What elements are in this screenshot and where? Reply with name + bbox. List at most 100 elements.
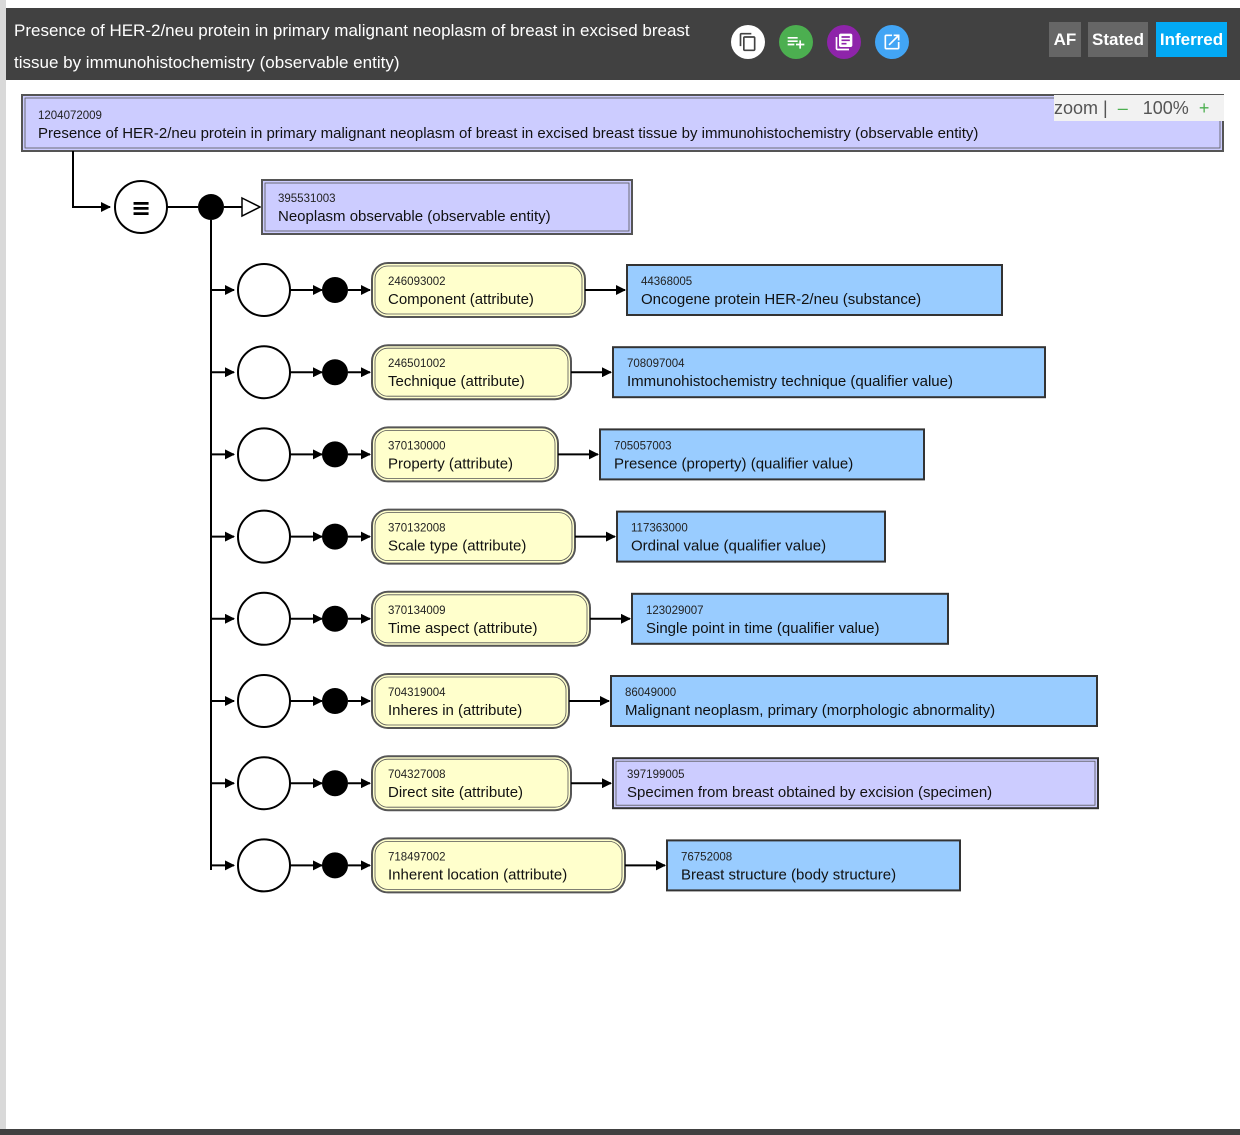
- zoom-out-button[interactable]: –: [1117, 97, 1128, 118]
- value-label: Malignant neoplasm, primary (morphologic…: [625, 702, 995, 719]
- value-label: Specimen from breast obtained by excisio…: [627, 784, 992, 801]
- value-label: Presence (property) (qualifier value): [614, 455, 853, 472]
- attribute-group-node: [237, 756, 291, 811]
- group-conjunction-node: [322, 770, 348, 797]
- playlist-add-icon: [786, 32, 806, 52]
- attribute-group-node: [237, 674, 291, 728]
- attribute-group-node: [237, 345, 291, 400]
- value-label: Single point in time (qualifier value): [646, 620, 879, 637]
- attribute-id: 718497002: [388, 851, 446, 863]
- attribute-id: 370132008: [388, 523, 446, 535]
- attribute-group-node: [237, 263, 291, 317]
- af-view-button[interactable]: AF: [1049, 22, 1081, 57]
- attribute-id: 704319004: [388, 687, 446, 699]
- add-to-list-button[interactable]: [779, 25, 813, 59]
- root-concept-id: 1204072009: [38, 110, 102, 122]
- attribute-label: Property (attribute): [388, 455, 513, 472]
- attribute-group-node: [237, 591, 291, 646]
- zoom-value: 100%: [1142, 97, 1189, 118]
- zoom-in-button[interactable]: +: [1198, 97, 1210, 118]
- attribute-label: Technique (attribute): [388, 373, 525, 390]
- attribute-group-node: [237, 838, 291, 893]
- isa-arrowhead: [241, 196, 262, 218]
- attribute-label: Time aspect (attribute): [388, 620, 538, 637]
- attribute-id: 370134009: [388, 605, 446, 617]
- group-conjunction-node: [322, 277, 348, 303]
- group-conjunction-node: [322, 852, 348, 879]
- attribute-id: 370130000: [388, 440, 446, 452]
- value-id: 123029007: [646, 605, 704, 617]
- open-in-new-icon: [882, 32, 902, 52]
- attribute-label: Component (attribute): [388, 291, 534, 308]
- value-id: 86049000: [625, 687, 676, 699]
- group-conjunction-node: [322, 523, 348, 550]
- value-id: 708097004: [627, 358, 685, 370]
- group-conjunction-node: [322, 688, 348, 714]
- concept-title: Presence of HER-2/neu protein in primary…: [14, 21, 690, 72]
- stated-view-button[interactable]: Stated: [1088, 22, 1148, 57]
- attribute-id: 704327008: [388, 769, 446, 781]
- zoom-control: zoom | – 100% +: [1054, 95, 1224, 121]
- value-label: Ordinal value (qualifier value): [631, 538, 826, 555]
- root-connector: [72, 151, 111, 212]
- value-label: Immunohistochemistry technique (qualifie…: [627, 373, 953, 390]
- attribute-group-node: [237, 509, 291, 564]
- value-id: 705057003: [614, 440, 672, 452]
- value-id: 397199005: [627, 769, 685, 781]
- attribute-id: 246501002: [388, 358, 446, 370]
- value-label: Oncogene protein HER-2/neu (substance): [641, 291, 921, 308]
- library-button[interactable]: [827, 25, 861, 59]
- value-id: 44368005: [641, 276, 692, 288]
- parent-concept[interactable]: 395531003 Neoplasm observable (observabl…: [261, 179, 633, 235]
- value-label: Breast structure (body structure): [681, 866, 896, 883]
- group-conjunction-node: [322, 605, 348, 632]
- equivalence-symbol: ≡: [131, 194, 151, 222]
- group-conjunction-node: [322, 359, 348, 386]
- conjunction-node: [198, 194, 224, 220]
- zoom-label: zoom |: [1054, 97, 1108, 118]
- attribute-group-node: [237, 427, 291, 482]
- equivalence-operator: ≡: [114, 180, 168, 234]
- panel-bottom-border: [0, 1129, 1240, 1135]
- root-concept-label: Presence of HER-2/neu protein in primary…: [38, 125, 978, 142]
- parent-concept-id: 395531003: [278, 193, 336, 205]
- panel-header: Presence of HER-2/neu protein in primary…: [6, 8, 1240, 80]
- copy-icon: [738, 32, 758, 52]
- library-books-icon: [834, 32, 854, 52]
- inferred-view-button[interactable]: Inferred: [1156, 22, 1227, 57]
- group-conjunction-node: [322, 441, 348, 468]
- open-external-button[interactable]: [875, 25, 909, 59]
- parent-concept-label: Neoplasm observable (observable entity): [278, 208, 551, 225]
- root-concept[interactable]: 1204072009 Presence of HER-2/neu protein…: [21, 94, 1224, 152]
- value-id: 117363000: [631, 523, 688, 535]
- attribute-id: 246093002: [388, 276, 446, 288]
- copy-button[interactable]: [731, 25, 765, 59]
- attribute-label: Scale type (attribute): [388, 538, 526, 555]
- value-id: 76752008: [681, 851, 732, 863]
- attribute-label: Inherent location (attribute): [388, 866, 567, 883]
